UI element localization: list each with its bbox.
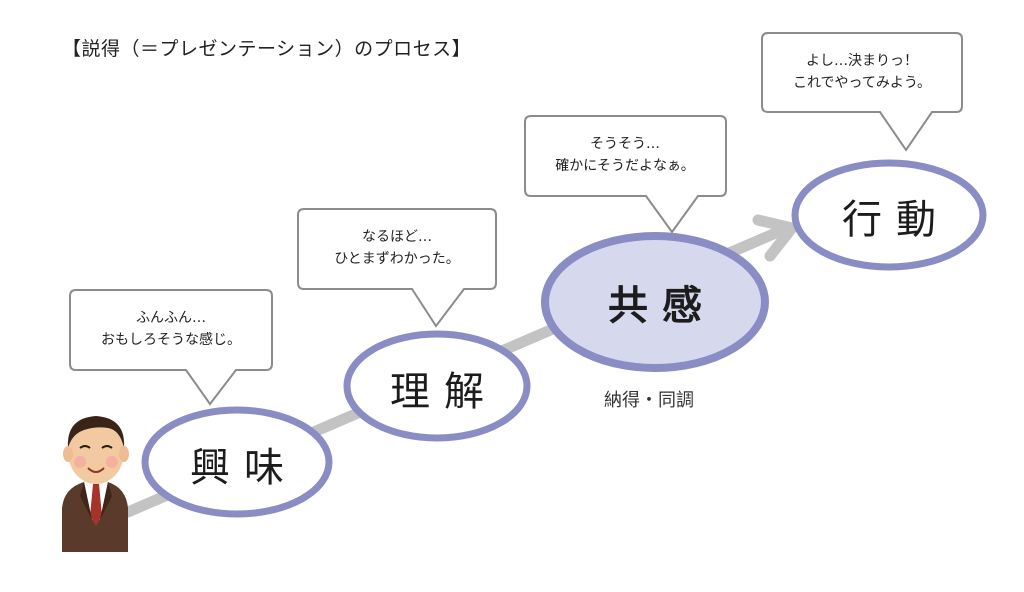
bubble-line: なるほど… [362, 229, 432, 245]
stage-label-interest: 興味 [190, 445, 298, 491]
bubble-line: これでやってみよう。 [792, 75, 932, 91]
bubble-line: ふんふん… [136, 310, 206, 326]
bubble-text-understanding: なるほど… ひとまずわかった。 [334, 226, 460, 270]
empathy-caption: 納得・同調 [604, 390, 694, 411]
bubble-text-empathy: そうそう… 確かにそうだよなぁ。 [555, 133, 694, 177]
stage-ellipse-understanding [343, 330, 531, 442]
bubble-line: ひとまずわかった。 [334, 251, 460, 267]
stage-ellipse-empathy [541, 232, 769, 372]
speech-bubble-empathy [524, 115, 727, 234]
bubble-line: よし…決まりっ！ [805, 53, 918, 69]
stage-label-empathy: 共感 [608, 283, 716, 329]
businessman-icon [62, 416, 129, 552]
stage-label-understanding: 理解 [390, 369, 498, 415]
speech-bubble-interest [69, 289, 273, 406]
speech-bubble-action [761, 32, 963, 152]
stage-ellipse-action [791, 159, 987, 271]
bubble-line: 確かにそうだよなぁ。 [555, 158, 695, 174]
page-title: 【説得（＝プレゼンテーション）のプロセス】 [62, 38, 472, 60]
bubble-text-interest: ふんふん… おもしろそうな感じ。 [101, 307, 241, 351]
speech-bubble-understanding [297, 208, 497, 328]
stage-ellipse-interest [141, 406, 333, 518]
bubble-line: おもしろそうな感じ。 [101, 332, 241, 348]
bubble-text-action: よし…決まりっ！ これでやってみよう。 [793, 50, 931, 94]
bubble-line: そうそう… [589, 136, 660, 152]
stage-label-action: 行動 [842, 197, 950, 243]
